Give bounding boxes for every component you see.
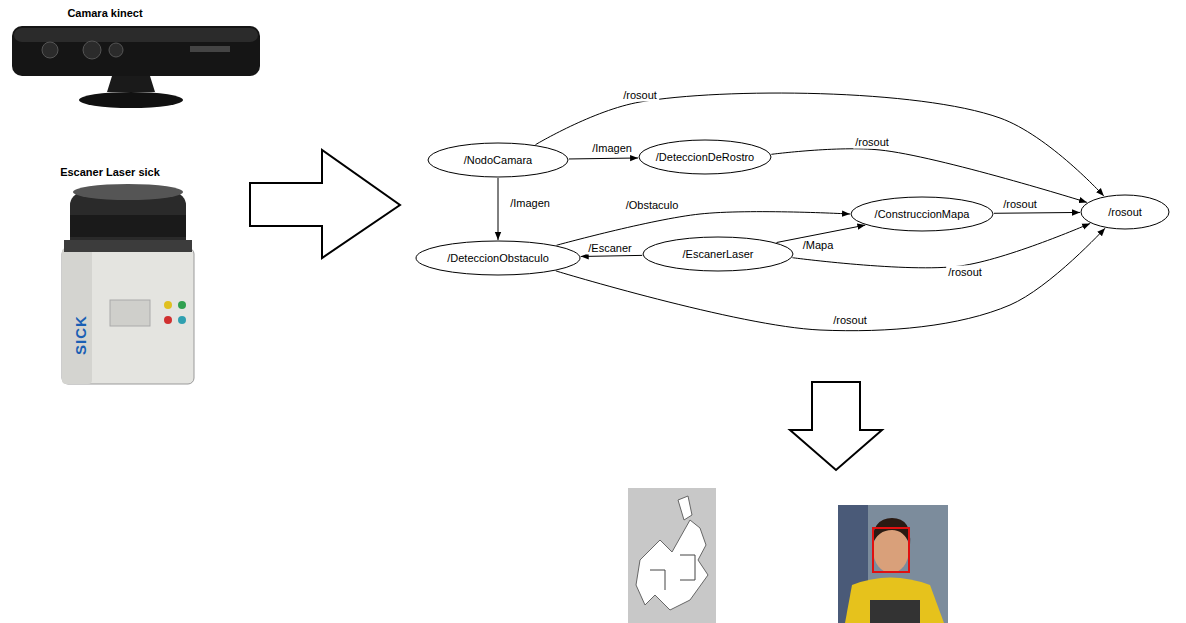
brand-logo: SICK bbox=[72, 315, 89, 355]
topic-label: /Imagen bbox=[590, 142, 634, 155]
ros-node-ellipse: /NodoCamara bbox=[427, 142, 569, 178]
topic-arrow bbox=[556, 228, 1105, 331]
topic-label: /rosout bbox=[621, 89, 659, 102]
ros-node-ellipse: /EscanerLaser bbox=[642, 236, 794, 272]
topic-arrow bbox=[994, 212, 1080, 214]
topic-arrow bbox=[771, 149, 1087, 203]
laser-scanner bbox=[62, 184, 194, 384]
hollow-arrow bbox=[790, 382, 882, 470]
topic-label: /Obstaculo bbox=[624, 199, 681, 212]
kinect-camera bbox=[12, 26, 260, 108]
ros-node-ellipse: /DeteccionDeRostro bbox=[638, 139, 772, 175]
node-label: /ConstruccionMapa bbox=[875, 208, 970, 220]
topic-label: /rosout bbox=[946, 266, 984, 279]
topic-label: /rosout bbox=[853, 136, 891, 149]
topic-arrow bbox=[535, 93, 1103, 196]
topic-label: /Escaner bbox=[586, 242, 633, 255]
topic-label: /Imagen bbox=[508, 197, 552, 210]
topic-arrow bbox=[498, 178, 499, 240]
map-image bbox=[628, 488, 716, 623]
ros-node-ellipse: /DeteccionObstaculo bbox=[415, 240, 581, 276]
topic-label: /rosout bbox=[831, 314, 869, 327]
hollow-arrow bbox=[250, 150, 400, 258]
ros-node-ellipse: /ConstruccionMapa bbox=[850, 196, 994, 232]
ros-node-ellipse: /rosout bbox=[1080, 194, 1170, 230]
node-label: /NodoCamara bbox=[464, 154, 532, 166]
node-label: /DeteccionObstaculo bbox=[447, 252, 549, 264]
device-caption: Camara kinect bbox=[67, 7, 142, 19]
node-label: /DeteccionDeRostro bbox=[656, 151, 754, 163]
node-label: /rosout bbox=[1108, 206, 1142, 218]
topic-arrow bbox=[581, 255, 643, 256]
face-detection-photo bbox=[838, 505, 948, 623]
device-caption: Escaner Laser sick bbox=[60, 166, 160, 178]
topic-label: /Mapa bbox=[801, 239, 836, 252]
topic-label: /rosout bbox=[1001, 198, 1039, 211]
node-label: /EscanerLaser bbox=[683, 248, 754, 260]
topic-arrow bbox=[569, 158, 638, 159]
